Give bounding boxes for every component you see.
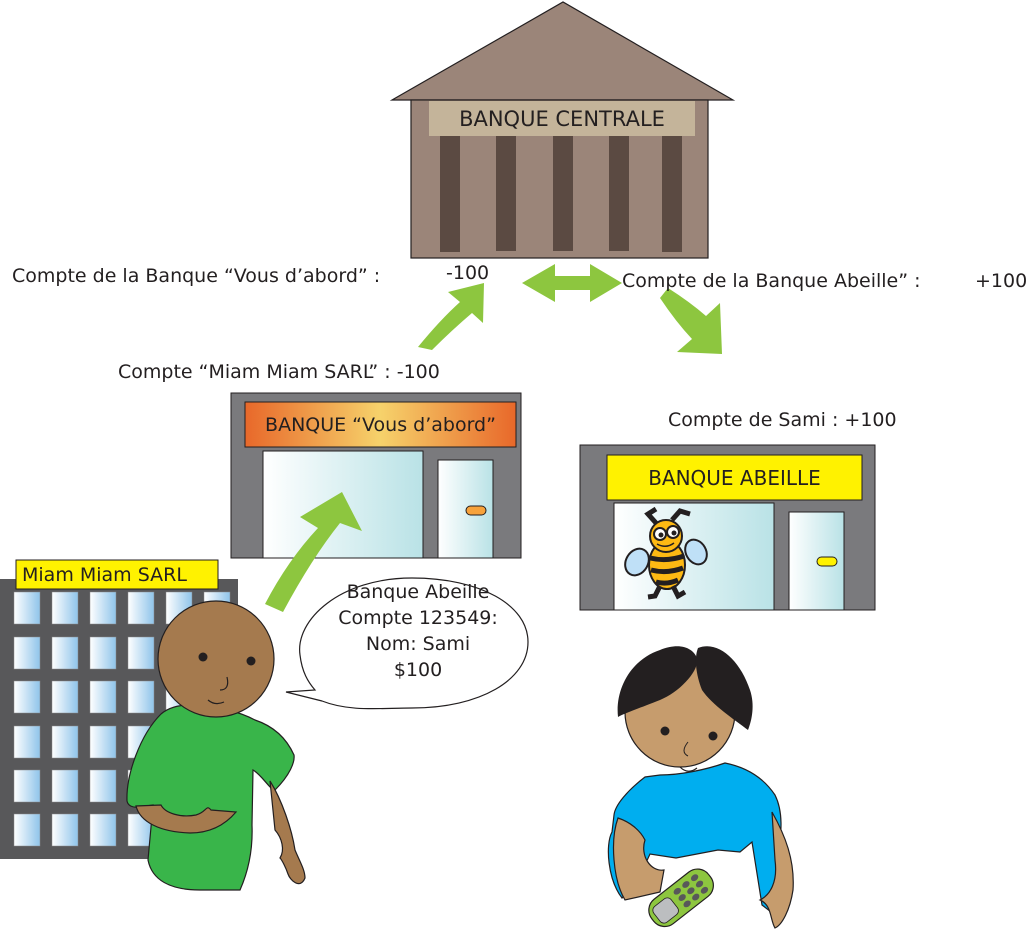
pillar xyxy=(496,136,516,251)
abeille-account-label: Compte de la Banque Abeille” : xyxy=(622,270,921,292)
central-bank-sign-bg xyxy=(429,101,695,136)
bank-vous-dabord-building xyxy=(230,392,522,559)
arrow-person-to-vous-dabord xyxy=(265,492,362,612)
company-sign-bg xyxy=(15,559,219,590)
arrow-vous-dabord-to-central xyxy=(418,283,484,350)
bee-mascot-icon xyxy=(624,506,708,600)
door-handle xyxy=(816,556,838,567)
bank-abeille-sign: BANQUE ABEILLE xyxy=(648,465,821,490)
bank-vous-dabord-sign: BANQUE “Vous d’abord” xyxy=(265,413,496,436)
bubble-line-bank: Banque Abeille xyxy=(346,581,490,603)
person-sami xyxy=(607,646,794,929)
pillar xyxy=(440,136,460,252)
company-sign: Miam Miam SARL xyxy=(22,563,187,586)
central-bank-sign: BANQUE CENTRALE xyxy=(459,106,665,131)
pillar xyxy=(662,136,682,252)
vous-dabord-account-label: Compte de la Banque “Vous d’abord” : xyxy=(12,265,381,287)
sami-account-label: Compte de Sami : +100 xyxy=(668,409,897,431)
central-bank-roof xyxy=(389,1,736,101)
pillar xyxy=(609,136,629,251)
miam-account-label: Compte “Miam Miam SARL” : -100 xyxy=(118,361,440,383)
face xyxy=(157,600,275,718)
hair-left xyxy=(617,646,698,717)
speech-bubble-text: Banque Abeille Compte 123549: Nom: Sami … xyxy=(318,579,518,683)
arrow-interbank-both-ways xyxy=(522,264,622,302)
arrow-central-to-abeille xyxy=(660,288,722,354)
speech-bubble xyxy=(285,577,529,710)
eye xyxy=(198,652,208,662)
pillar xyxy=(553,136,573,251)
hair-right xyxy=(695,646,753,730)
central-bank-building xyxy=(389,1,736,259)
person-company-owner xyxy=(126,600,306,891)
vous-dabord-account-value: -100 xyxy=(446,262,490,284)
bubble-line-amount: $100 xyxy=(393,659,443,681)
bank-vous-window xyxy=(262,450,424,559)
bank-abeille-building xyxy=(579,444,876,611)
eye xyxy=(246,656,256,666)
door-handle xyxy=(465,505,487,516)
mobile-phone-icon xyxy=(648,868,714,928)
bubble-line-account: Compte 123549: xyxy=(338,607,498,629)
eye xyxy=(708,731,718,741)
eye xyxy=(660,726,670,736)
bubble-line-name: Nom: Sami xyxy=(365,633,471,655)
abeille-account-value: +100 xyxy=(975,270,1028,292)
